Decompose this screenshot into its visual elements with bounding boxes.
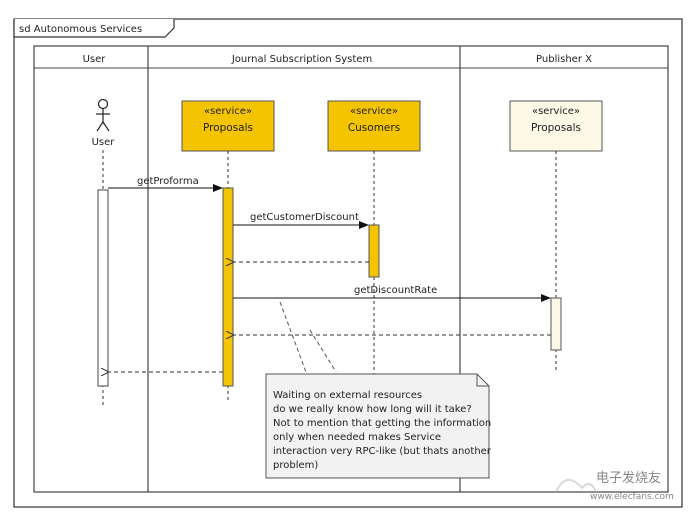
swimlane-title-system: Journal Subscription System (231, 54, 372, 65)
lifeline-publisher-name: Proposals (531, 122, 581, 134)
user-actor-icon (96, 98, 110, 132)
message-getdiscountrate-label: getDiscountRate (354, 285, 437, 296)
lifeline-publisher-stereotype: «service» (532, 106, 580, 117)
note-line-5: interaction very RPC-like (but thats ano… (273, 446, 492, 457)
note-box: Waiting on external resources do we real… (265, 373, 492, 479)
swimlane-title-publisher: Publisher X (536, 54, 592, 65)
watermark-logo: 电子发烧友 www.elecfans.com (555, 470, 674, 502)
swimlane-title-user: User (83, 54, 107, 65)
message-getcustomerdiscount-label: getCustomerDiscount (250, 212, 359, 223)
note-line-2: do we really know how long will it take? (273, 404, 472, 415)
customers-activation-bar (368, 224, 380, 278)
frame-tab (13, 19, 175, 38)
publisher-activation-bar (550, 297, 562, 351)
lifeline-proposals: «service» Proposals (181, 100, 275, 152)
note-anchor-line-2 (309, 329, 337, 373)
lifeline-customers: «service» Cusomers (327, 100, 421, 152)
frame-title: sd Autonomous Services (19, 24, 142, 35)
note-line-3: Not to mention that getting the informat… (273, 418, 491, 429)
message-getproforma-label: getProforma (137, 176, 199, 187)
proposals-activation-bar (222, 187, 234, 387)
swimlane-area (33, 45, 669, 493)
user-actor-label: User (92, 137, 116, 148)
lifeline-proposals-name: Proposals (203, 122, 253, 134)
watermark-url: www.elecfans.com (590, 492, 674, 502)
watermark-text: 电子发烧友 (596, 470, 661, 486)
lifeline-proposals-stereotype: «service» (204, 106, 252, 117)
user-activation-bar (97, 189, 109, 387)
lifeline-customers-stereotype: «service» (350, 106, 398, 117)
note-line-4: only when needed makes Service (273, 432, 441, 443)
lifeline-customers-name: Cusomers (348, 122, 400, 134)
note-anchor-line-1 (279, 301, 307, 373)
diagram-frame (13, 18, 683, 508)
note-line-6: problem) (273, 460, 318, 471)
lifeline-publisher-proposals: «service» Proposals (509, 100, 603, 152)
note-line-1: Waiting on external resources (273, 390, 422, 401)
